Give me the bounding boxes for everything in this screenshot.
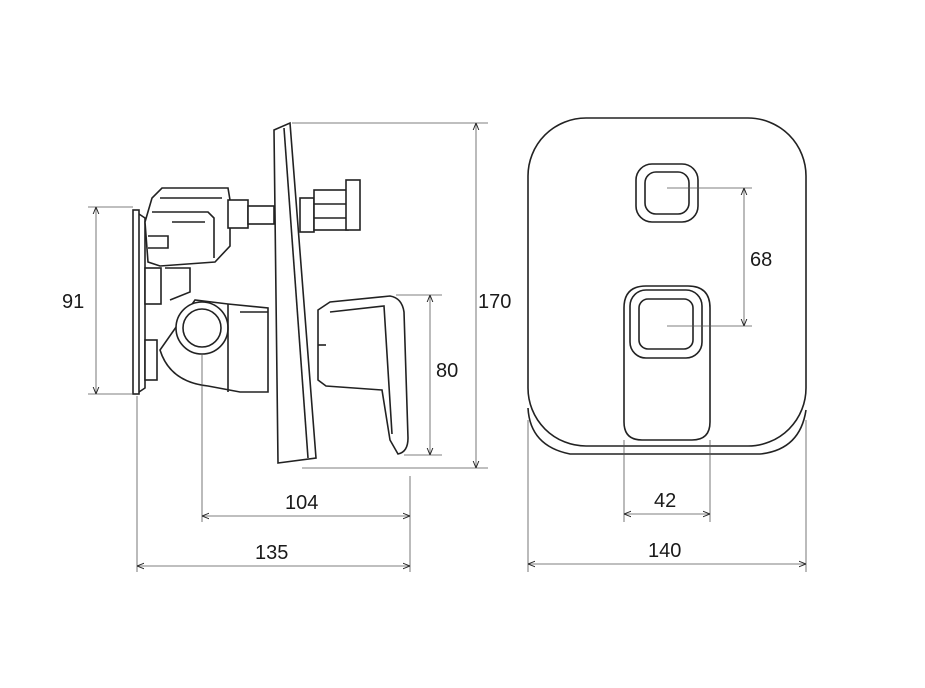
dim-135-label: 135 bbox=[255, 542, 288, 564]
mixer-handle-front bbox=[623, 285, 711, 441]
dim-80-label: 80 bbox=[436, 360, 458, 382]
cover-plate-side bbox=[273, 121, 317, 464]
dim-140-label: 140 bbox=[648, 540, 681, 562]
dim-104-label: 104 bbox=[285, 492, 318, 514]
dim-42-label: 42 bbox=[654, 490, 676, 512]
diverter-stem bbox=[227, 179, 361, 233]
dim-170-label: 170 bbox=[478, 291, 511, 313]
valve-body bbox=[144, 187, 231, 381]
lever-handle bbox=[317, 295, 409, 455]
plate-edge bbox=[527, 407, 807, 455]
wall-plate bbox=[132, 209, 146, 395]
outlet-body bbox=[159, 299, 269, 393]
front-view: 68 42 140 bbox=[527, 117, 807, 572]
dim-91-label: 91 bbox=[62, 291, 84, 313]
diverter-button bbox=[635, 163, 699, 223]
cover-plate-front bbox=[527, 117, 807, 447]
side-view: 91 170 80 104 135 bbox=[62, 121, 511, 572]
dim-68-label: 68 bbox=[750, 249, 772, 271]
